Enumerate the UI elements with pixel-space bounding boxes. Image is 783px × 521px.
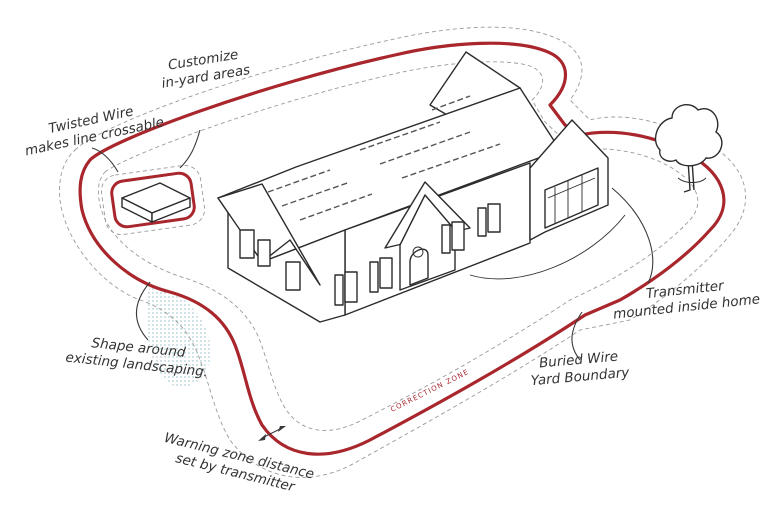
customize-pointer	[179, 129, 201, 169]
exclusion-loop-dash	[100, 164, 206, 236]
twisted-wire-pointer	[91, 147, 119, 173]
garden-box	[121, 182, 191, 223]
landscaping-pointer	[135, 281, 151, 341]
boundary-wire	[78, 41, 726, 456]
transmitter-pointer	[611, 187, 654, 284]
house	[217, 51, 609, 323]
landscaping-area	[145, 285, 211, 388]
tree	[654, 104, 723, 193]
warning-line-inner	[97, 61, 699, 431]
buried-wire-pointer	[571, 311, 583, 361]
exclusion-loop-wire	[110, 171, 196, 229]
warning-line-outer	[59, 26, 747, 478]
